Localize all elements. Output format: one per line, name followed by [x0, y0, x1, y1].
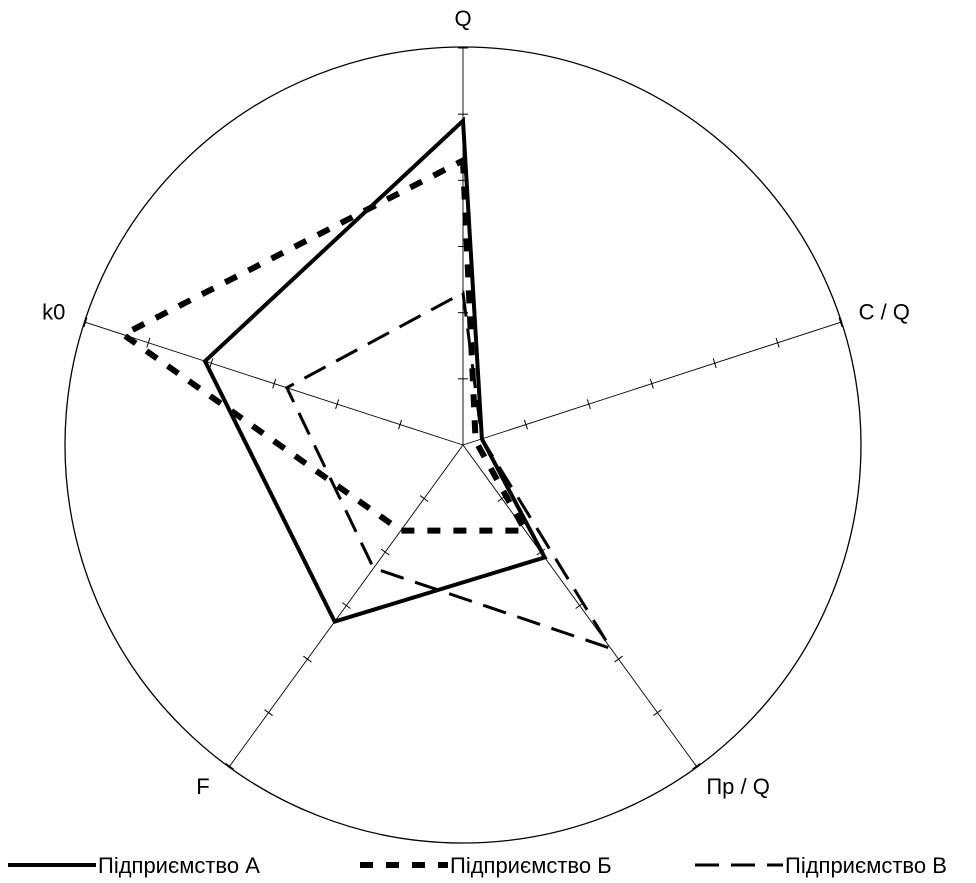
series-2-polygon	[117, 155, 531, 534]
legend: Підприємство А Підприємство Б Підприємство…	[8, 853, 947, 878]
axis-2-tick	[692, 762, 701, 770]
axis-1-tick	[586, 399, 591, 410]
outer-circle	[64, 46, 862, 844]
axis-2-tick	[614, 655, 623, 663]
axis-3-tick	[303, 655, 312, 663]
axis-4-tick	[83, 317, 88, 328]
axis-4-tick	[209, 358, 214, 369]
legend-label-3: Підприємство В	[785, 853, 947, 878]
axis-4-tick	[146, 337, 151, 348]
axis-1-tick	[523, 419, 528, 430]
series	[117, 116, 615, 652]
axis-label: F	[196, 774, 209, 799]
legend-label-2: Підприємство Б	[450, 853, 612, 878]
axis-1-tick	[649, 378, 654, 389]
axis-label: C / Q	[859, 299, 910, 324]
axis-label: Q	[454, 6, 471, 31]
axis-4-tick	[398, 419, 403, 430]
axis-1-tick	[712, 358, 717, 369]
axis-3-tick	[264, 709, 273, 716]
axis-4-tick	[335, 399, 340, 410]
axis-3-tick	[419, 495, 429, 502]
axis-1-tick	[838, 317, 843, 328]
legend-label-1: Підприємство А	[98, 853, 260, 878]
axis-label: k0	[42, 299, 65, 324]
axis-3-tick	[225, 762, 234, 770]
axis-3-tick	[341, 602, 351, 609]
series-1-polygon	[202, 116, 548, 625]
series-3-polygon	[284, 290, 615, 652]
axis-label: Пр / Q	[706, 774, 770, 799]
axis-2-tick	[653, 709, 662, 716]
axis-3-tick	[380, 548, 390, 556]
axis-4-tick	[272, 378, 277, 389]
axis-labels: Q C / Q Пр / Q Fk0	[42, 6, 910, 799]
axes	[83, 47, 843, 770]
axis-1-tick	[775, 337, 780, 348]
